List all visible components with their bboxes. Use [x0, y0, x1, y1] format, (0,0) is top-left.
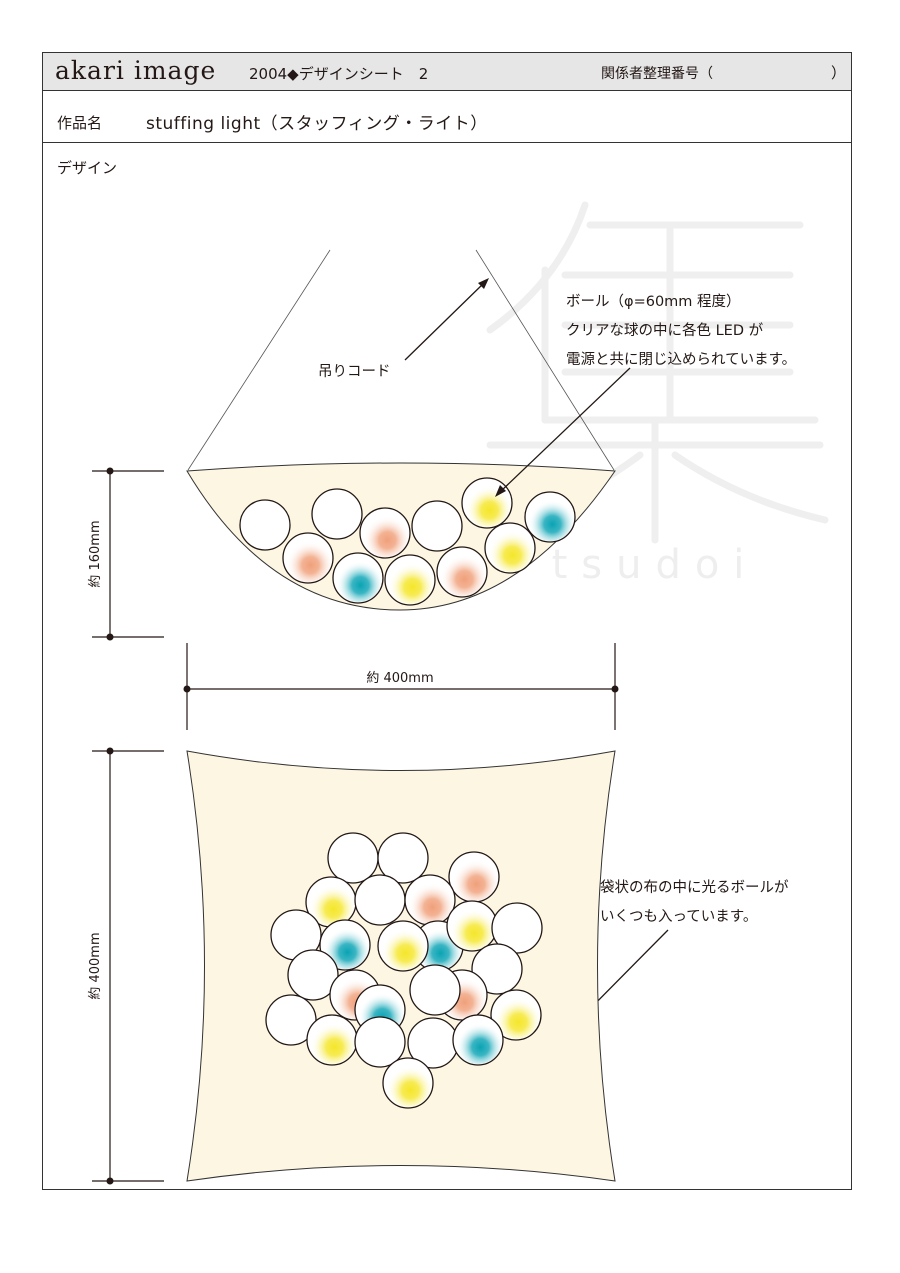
ball-led-glow	[406, 876, 454, 924]
ball-led-glow	[308, 1016, 356, 1064]
ball	[239, 499, 291, 551]
ball-led-glow	[334, 554, 382, 602]
work-name-label: 作品名	[57, 114, 103, 132]
ball	[411, 500, 463, 552]
brand-logo: akari image	[55, 56, 217, 85]
ball	[327, 832, 379, 884]
ball-led-glow	[284, 534, 332, 582]
ball-led-glow	[379, 922, 427, 970]
hanging-cord-left	[187, 249, 331, 471]
ball-led-glow	[386, 556, 434, 604]
top-height-dimension	[92, 750, 164, 1182]
ball-led-glow	[486, 524, 534, 572]
ball-led-glow	[463, 479, 511, 527]
bag-annotation-line: いくつも入っています。	[600, 909, 758, 925]
sheet-title: 2004◆デザインシート 2	[249, 65, 429, 83]
ball-led-glow	[526, 493, 574, 541]
ball-led-glow	[384, 1059, 432, 1107]
cord-arrowhead	[478, 278, 489, 289]
cord-annotation: 吊りコード	[318, 364, 391, 380]
ball	[409, 964, 461, 1016]
top-height-label: 約 400mm	[88, 932, 103, 999]
ball-arrow	[499, 367, 631, 493]
ball-led-glow	[450, 853, 498, 901]
ball	[471, 943, 523, 995]
work-name-value: stuffing light（スタッフィング・ライト）	[146, 114, 488, 134]
watermark-roman: tsudoi	[552, 542, 759, 588]
management-number-close: ）	[831, 64, 847, 82]
sheet-header: akari image 2004◆デザインシート 2 関係者整理番号（ ）	[43, 53, 851, 91]
design-sheet-frame: akari image 2004◆デザインシート 2 関係者整理番号（ ） 作品…	[42, 52, 852, 1190]
ball-led-glow	[438, 548, 486, 596]
width-label: 約 400mm	[366, 671, 433, 686]
ball	[354, 874, 406, 926]
side-view-balls	[239, 477, 576, 606]
ball-led-glow	[492, 991, 540, 1039]
width-dimension	[186, 643, 616, 730]
ball-led-glow	[321, 921, 369, 969]
management-number-label: 関係者整理番号（	[601, 66, 713, 82]
ball-led-glow	[361, 509, 409, 557]
top-view-balls	[265, 832, 543, 1109]
hanging-cord-right	[475, 249, 615, 471]
ball-annotation: ボール（φ=60mm 程度） クリアな球の中に各色 LED が 電源と共に閉じ込…	[566, 288, 796, 375]
cord-arrow	[404, 281, 486, 361]
bag-annotation: 袋状の布の中に光るボールが いくつも入っています。	[600, 874, 789, 932]
ball-annotation-line: クリアな球の中に各色 LED が	[566, 323, 764, 339]
side-height-dimension	[92, 470, 164, 638]
side-height-label: 約 160mm	[88, 520, 103, 587]
ball-led-glow	[307, 878, 355, 926]
design-section-label: デザイン	[57, 159, 118, 177]
ball-led-glow	[448, 902, 496, 950]
ball-annotation-line: ボール（φ=60mm 程度）	[566, 294, 741, 310]
ball	[377, 832, 429, 884]
ball	[354, 1016, 406, 1068]
ball	[287, 949, 339, 1001]
bag-annotation-line: 袋状の布の中に光るボールが	[600, 880, 789, 896]
ball-led-glow	[454, 1016, 502, 1064]
ball-arrowhead	[495, 485, 506, 497]
work-title-row: 作品名 stuffing light（スタッフィング・ライト）	[43, 90, 851, 143]
ball-annotation-line: 電源と共に閉じ込められています。	[566, 352, 797, 368]
ball	[311, 488, 363, 540]
